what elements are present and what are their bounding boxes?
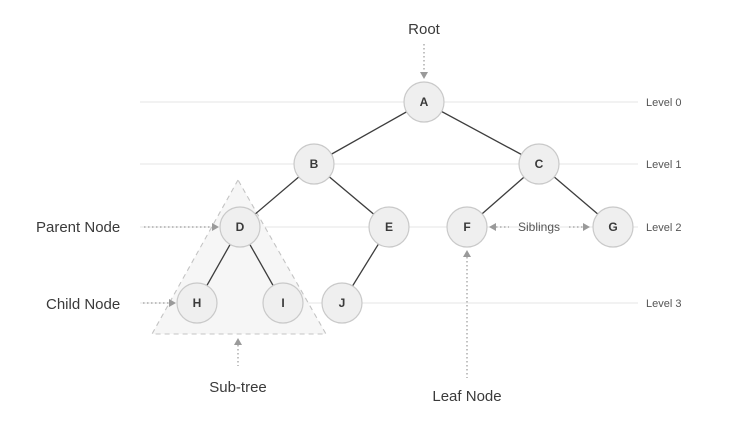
node-d: D <box>219 206 261 248</box>
level-3-label: Level 3 <box>646 298 681 310</box>
level-0-label: Level 0 <box>646 97 681 109</box>
node-i-circle <box>262 282 304 324</box>
node-b-circle <box>293 143 335 185</box>
level-1-label: Level 1 <box>646 159 681 171</box>
node-j-label: J <box>339 296 346 310</box>
node-h: H <box>176 282 218 324</box>
node-g-circle <box>592 206 634 248</box>
siblings-left-arrow-head-icon <box>489 223 496 231</box>
node-e-circle <box>368 206 410 248</box>
level-2-label: Level 2 <box>646 222 681 234</box>
parent-arrow-head-icon <box>212 223 219 231</box>
node-f-circle <box>446 206 488 248</box>
node-d-circle <box>219 206 261 248</box>
node-f-label: F <box>463 220 470 234</box>
node-c-circle <box>518 143 560 185</box>
node-h-label: H <box>193 296 202 310</box>
node-c-label: C <box>535 157 544 171</box>
node-i: I <box>262 282 304 324</box>
node-g: G <box>592 206 634 248</box>
node-b: B <box>293 143 335 185</box>
siblings-right-arrow-head-icon <box>583 223 590 231</box>
node-f: F <box>446 206 488 248</box>
siblings-annotation-label: Siblings <box>518 220 560 234</box>
node-d-label: D <box>236 220 245 234</box>
node-a: A <box>403 81 445 123</box>
leaf-node-annotation-label: Leaf Node <box>432 388 501 405</box>
root-arrow-head-icon <box>420 72 428 79</box>
edge-a-b <box>313 101 425 165</box>
child-arrow-head-icon <box>169 299 176 307</box>
node-g-label: G <box>608 220 617 234</box>
parent-node-annotation-label: Parent Node <box>36 219 120 236</box>
node-i-label: I <box>281 296 284 310</box>
node-e: E <box>368 206 410 248</box>
node-e-label: E <box>385 220 393 234</box>
node-b-label: B <box>310 157 319 171</box>
subtree-arrow-head-icon <box>234 338 242 345</box>
node-j-circle <box>321 282 363 324</box>
node-a-label: A <box>420 95 429 109</box>
sub-tree-annotation-label: Sub-tree <box>209 379 267 396</box>
root-annotation-label: Root <box>408 21 441 38</box>
node-j: J <box>321 282 363 324</box>
node-c: C <box>518 143 560 185</box>
edge-a-c <box>423 101 540 165</box>
child-node-annotation-label: Child Node <box>46 296 120 313</box>
node-h-circle <box>176 282 218 324</box>
leaf-arrow-head-icon <box>463 250 471 257</box>
node-a-circle <box>403 81 445 123</box>
